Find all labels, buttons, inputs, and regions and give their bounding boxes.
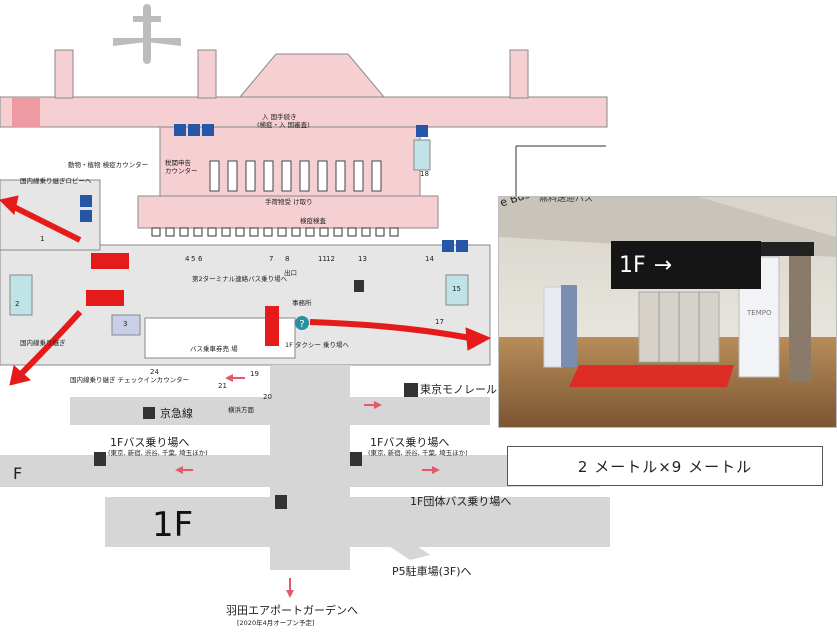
monorail-label: 東京モノレール: [420, 383, 497, 396]
bus-right-label: 1Fバス乗り場へ: [370, 436, 450, 449]
gate-number: 20: [263, 393, 272, 401]
direction-arrows: [175, 374, 440, 598]
corridors: [0, 365, 610, 570]
facility-icons: [80, 124, 468, 509]
customs-check-label: 検疫検査: [300, 217, 326, 225]
baggage-claim-label: 手荷物受 け取り: [265, 198, 313, 206]
ad-size-caption: 2 メートル×9 メートル: [507, 446, 823, 486]
immigration-label: 入 国手続き: [262, 113, 297, 121]
gate-boxes: [151, 227, 399, 237]
immigration-sub-label: (検疫・入 国審査): [257, 121, 310, 129]
domestic-checkin-label: 国内線乗り継ぎ チェックインカウンター: [70, 376, 190, 384]
info-icon: ?: [295, 316, 309, 330]
bus-ticket-label: バス乗車券売 場: [190, 345, 238, 353]
gate-number: 12: [326, 255, 335, 263]
arrival-lobby: [0, 139, 491, 366]
gate-number: 15: [452, 285, 461, 293]
site-photo: 1F → e Bus to Terminal 1,2 無料送迎バス TEMPO: [498, 196, 837, 428]
airplane-icon: [113, 4, 181, 64]
garden-label: 羽田エアポートガーデンへ: [226, 604, 358, 617]
gate-number: 8: [285, 255, 290, 263]
bus-left-label: 1Fバス乗り場へ: [110, 436, 190, 449]
shuttle-sign-jp: 無料送迎バス: [539, 196, 594, 204]
bus-right-sub-label: (東京, 新宿, 渋谷, 千葉, 埼玉ほか): [368, 449, 468, 457]
floor-sign: 1F →: [611, 241, 761, 289]
gate-number: 24: [150, 368, 159, 376]
terminal-shuttle-label: 第2ターミナル連絡バス乗り場へ: [192, 275, 288, 283]
gate-number: 14: [425, 255, 434, 263]
floor-indicator: 1F: [152, 505, 194, 545]
exit-label: 出口: [284, 269, 297, 277]
gate-number: 2: [15, 300, 20, 308]
domestic-transfer-label: 国内線乗り継ぎロビーへ: [20, 177, 92, 185]
gate-number: 6: [198, 255, 203, 263]
gate-number: 3: [123, 320, 128, 328]
gate-number: 19: [250, 370, 259, 378]
gate-number: 21: [218, 382, 227, 390]
info-office-label: 事務所: [292, 299, 312, 307]
counter-row: [209, 160, 382, 192]
gate-number: 7: [269, 255, 274, 263]
garden-sub-label: [2020年4月オープン予定]: [237, 619, 315, 627]
gate-number: 1: [40, 235, 45, 243]
ad-display-text: TEMPO: [747, 309, 772, 317]
domestic-transfer-counter-label: 国内線乗り継ぎ: [20, 339, 66, 347]
bus-left-sub-label: (東京, 新宿, 渋谷, 千葉, 埼玉ほか): [108, 449, 208, 457]
arrow-right-icon: →: [653, 252, 673, 278]
customs-sub-label: カウンター: [165, 167, 198, 175]
taxi-label: 1F タクシー 乗り場へ: [285, 341, 350, 349]
keikyu-direction-label: 横浜方面: [228, 406, 254, 414]
pointer-arrows: [0, 195, 492, 386]
keikyu-label: 京急線: [160, 407, 193, 420]
customs-label: 税関申告: [165, 159, 191, 167]
gate-number: 18: [420, 170, 429, 178]
group-bus-label: 1F団体バス乗り場へ: [410, 495, 512, 508]
animal-plant-counter-label: 動物・植物 検疫カウンター: [68, 161, 149, 169]
site-photo-image: [499, 197, 836, 427]
gate-number: 4: [185, 255, 190, 263]
svg-text:?: ?: [299, 319, 304, 330]
gate-number: 11: [318, 255, 327, 263]
ad-space-markers: [86, 253, 279, 346]
gate-number: 17: [435, 318, 444, 326]
floor-edge-label: F: [13, 464, 23, 483]
sign-floor: 1F: [619, 252, 646, 278]
gate-number: 13: [358, 255, 367, 263]
gate-number: 5: [191, 255, 196, 263]
parking-label: P5駐車場(3F)へ: [392, 565, 472, 578]
